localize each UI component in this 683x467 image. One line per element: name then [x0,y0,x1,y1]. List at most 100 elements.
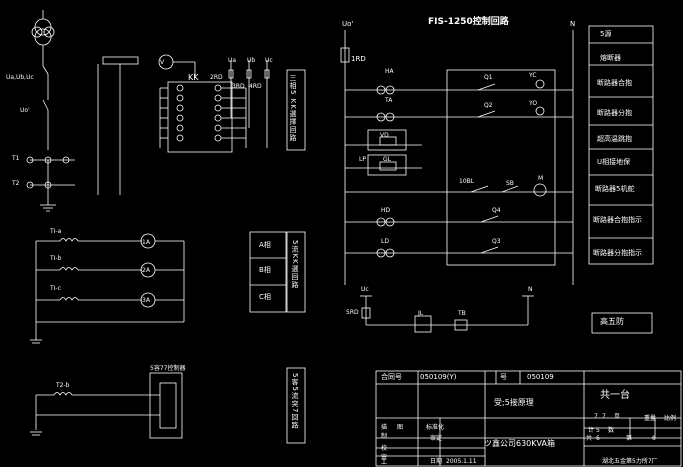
lamp-ld [385,248,395,258]
phase-box-side-label: 5流KK選回路 [291,240,299,289]
rd-label-3: 4RD [249,83,262,90]
ammeter-1: 1A [142,239,150,246]
controller-inner [159,382,177,429]
tb-sheet-3: 第 [626,435,633,442]
ct-label-c: TI-c [50,285,61,292]
vd-label: VD [380,132,389,139]
transformer-winding-3 [31,26,43,38]
yc-label: YC [529,72,537,79]
legend-6: U相接地保 [597,158,631,166]
lower-box-label: 5容77控制器 [150,365,186,372]
phase-label: Ua,Ub,Uc [6,74,34,81]
selector-contact [176,84,184,92]
selector-contact [176,94,184,102]
tb-approve: 审定 [430,435,443,442]
tb-contract-label: 合同号 [381,373,402,381]
tb-role-6: 工 [381,459,388,466]
ha-label: HA [385,68,394,75]
phase-box-b: B相 [259,266,271,274]
q3-label: Q3 [492,238,501,245]
ct-symbol [62,156,70,164]
fuse-symbol [246,69,252,79]
ct-coil [59,267,79,271]
diagram-title: FIS-1250控制回路 [428,17,509,27]
selector-side-label: 三相5 KK選擇回路 [289,74,297,142]
tb-cell-3: 页 [614,413,621,420]
tb-cell-1: 7 [594,413,598,420]
legend-2: 熔断器 [600,54,621,62]
heater-box [591,312,653,334]
coil-yc [535,79,545,89]
lp-label: LP [359,156,366,163]
hd-label: HD [381,207,391,214]
phase-box-a: A相 [259,241,271,249]
tb-role-1: 描 [381,424,388,431]
tb-cell-8: 比例 [664,415,677,422]
fuse-symbol [228,69,234,79]
ta-label: TA [385,97,393,104]
sb-label: SB [506,180,514,187]
selector-contact [176,124,184,132]
tb-no-label: 号 [500,373,507,381]
coil-yo [535,106,545,116]
contact-10bl [470,185,489,193]
lamp-hd [376,217,386,227]
tb-project: ツ鑫公司630KVA箱 [484,439,555,448]
tb-cell-6: 数 [608,427,615,434]
selector-side-box [286,69,306,151]
phase-boxes-frame [249,231,287,313]
kk-label: KK [188,73,199,82]
tb-role-5: 审 [381,454,388,461]
ld-label: LD [381,238,389,245]
v-meter-label: V [160,59,165,66]
heater-uc: Uc [361,286,369,293]
switch-blade [42,99,49,111]
contact-q2 [477,110,496,118]
m-label: M [538,175,544,182]
tb-drawing-name: 受;5接原理 [494,398,534,407]
contact-q3 [480,246,499,254]
contact-q1 [477,83,496,91]
tb-company: 湖北五金第5力所7厂 [602,458,658,465]
tb-element [454,319,468,331]
tb-cell-4: 计 [588,427,595,434]
control-panel-frame [446,69,556,266]
bus-bar [102,56,139,65]
t2b-label: T2-b [56,382,70,389]
ct-coil [59,238,79,242]
selector-contact [214,134,222,142]
selector-contact [176,134,184,142]
phase-side-box [286,231,306,313]
heater-tb: TB [458,310,466,317]
q4-label: Q4 [492,207,501,214]
ct-coil [53,392,73,396]
selector-contact [214,104,222,112]
selector-contact [214,94,222,102]
selector-contact [176,114,184,122]
rd-label-2: 3RD [232,83,245,90]
bus-label-ub: Ub [247,57,256,64]
lamp-ha [385,85,395,95]
vd-box [367,129,407,151]
motor-m [533,183,547,197]
legend-9: 断路器分抱指示 [593,249,642,257]
bus-left-label: Uo' [342,20,354,28]
t2-label: T2 [12,180,20,187]
tb-role-4: 校 [381,445,388,452]
legend-1: 5源 [600,30,612,38]
gl-element [379,161,397,171]
controller-outer [149,372,183,439]
jl-element [414,315,432,333]
heater-box-label: 高五防 [600,317,624,326]
legend-3: 断路器合抱 [597,79,632,87]
contact-q4 [480,215,499,223]
lower-box-side-label: 5客5流突7回路 [291,373,299,430]
gl-label: GL [383,156,391,163]
tb-role-2: 图 [397,424,404,431]
vd-element [379,136,397,146]
legend-frame [588,25,654,265]
tb-role-3: 制 [381,433,388,440]
q1-label: Q1 [484,74,493,81]
legend-4: 断路器分抱 [597,109,632,117]
